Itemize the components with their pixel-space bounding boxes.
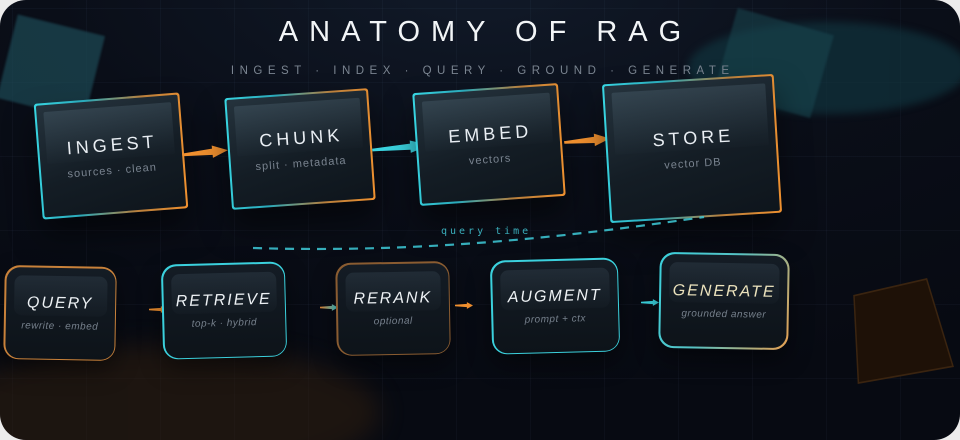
step-card-rerank-label: RERANK (353, 289, 433, 308)
stage-box-embed: EMBED vectors (412, 83, 566, 206)
query-time-label: query time (441, 226, 532, 237)
stage-box-chunk-label: CHUNK (258, 124, 344, 151)
page-subtitle: INGEST · INDEX · QUERY · GROUND · GENERA… (230, 65, 735, 77)
stage-box-store-label: STORE (651, 124, 735, 150)
decor-brown-quad-bottom-right (853, 278, 954, 384)
step-card-generate-sublabel: grounded answer (681, 307, 767, 321)
stage-box-chunk-sublabel: split · metadata (255, 154, 347, 174)
step-card-rerank-sublabel: optional (373, 315, 413, 328)
step-card-query: QUERY rewrite · embed (3, 265, 117, 361)
flow-arrow-augment-generate-icon (641, 299, 659, 306)
flow-arrow-ingest-chunk-icon (181, 144, 228, 162)
stage-box-store-sublabel: vector DB (663, 155, 722, 172)
step-card-generate: GENERATE grounded answer (658, 251, 790, 351)
stage-box-ingest: INGEST sources · clean (33, 92, 189, 220)
flow-arrow-retrieve-rerank-icon (320, 304, 338, 311)
flow-arrow-query-retrieve-icon (149, 306, 167, 313)
stage-box-embed-sublabel: vectors (468, 151, 512, 167)
step-card-augment: AUGMENT prompt + ctx (489, 257, 621, 355)
step-card-retrieve: RETRIEVE top-k · hybrid (160, 261, 288, 360)
flow-arrow-rerank-augment-icon (455, 302, 473, 309)
step-card-generate-label: GENERATE (672, 281, 776, 301)
step-card-query-sublabel: rewrite · embed (21, 319, 99, 333)
stage-box-ingest-sublabel: sources · clean (67, 161, 158, 181)
stage-box-ingest-label: INGEST (65, 131, 159, 159)
stage-box-store: STORE vector DB (601, 73, 783, 224)
stage-box-chunk: CHUNK split · metadata (224, 88, 376, 210)
flow-arrow-embed-store-icon (564, 132, 611, 149)
step-card-augment-sublabel: prompt + ctx (524, 312, 587, 326)
step-card-retrieve-sublabel: top-k · hybrid (191, 317, 258, 330)
step-card-rerank: RERANK optional (335, 261, 451, 356)
page-title: ANATOMY OF RAG (278, 16, 693, 48)
stage-box-embed-label: EMBED (447, 120, 533, 147)
step-card-augment-label: AUGMENT (507, 286, 602, 306)
step-card-retrieve-label: RETRIEVE (175, 290, 272, 311)
step-card-query-label: QUERY (26, 293, 94, 313)
